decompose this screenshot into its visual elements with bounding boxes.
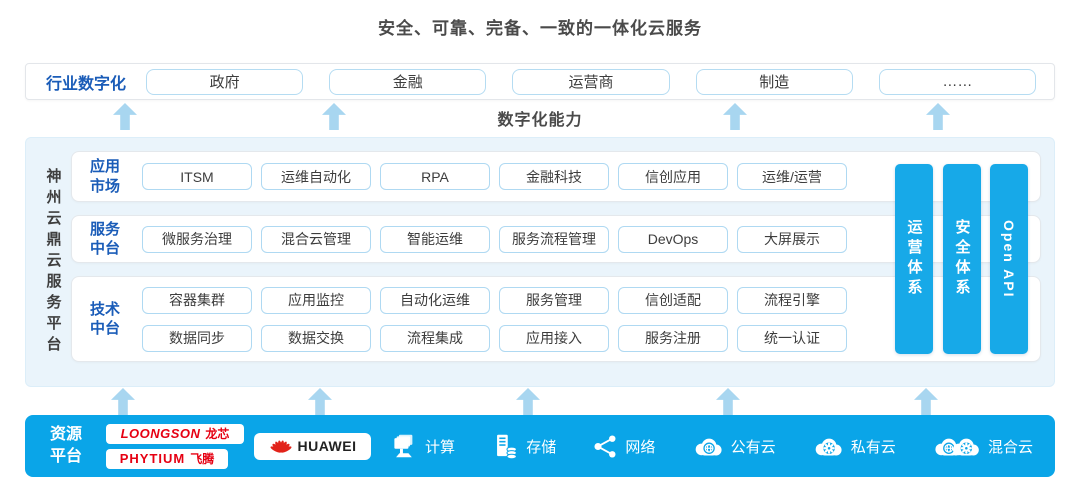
- capability-box: 智能运维: [380, 225, 490, 253]
- phytium-cjk-wordmark: 飞腾: [190, 452, 215, 466]
- platform-box-grid: ITSM 运维自动化 RPA 金融科技信创应用运维/运营: [142, 163, 847, 190]
- up-arrow-icon: [516, 388, 540, 415]
- resource-bar-label-line: 资源: [49, 426, 82, 444]
- platform-box-grid: 微服务治理混合云管理智能运维服务流程管理 DevOps 大屏展示: [142, 225, 847, 253]
- capability-box: 流程引擎: [737, 286, 847, 314]
- huawei-flower-icon: [270, 440, 291, 453]
- up-arrow-icon: [111, 388, 135, 415]
- capability-box: 统一认证: [737, 324, 847, 352]
- pillar-operations: 运营体系: [895, 164, 933, 354]
- industry-digitalization-row: 行业数字化 政府金融运营商制造 ……: [25, 63, 1055, 100]
- loongson-cjk-wordmark: 龙芯: [205, 427, 230, 441]
- hybrid-cloud-icon: [933, 436, 981, 457]
- network-icon: [593, 434, 618, 459]
- platform-row-label-line: 市场: [89, 177, 120, 195]
- public-cloud-icon: [693, 436, 724, 457]
- capability-box: 服务管理: [499, 286, 609, 314]
- platform-row-label: 技术中台: [72, 300, 138, 339]
- platform-row: 技术中台容器集群应用监控自动化运维服务管理信创适配流程引擎数据同步数据交换流程集…: [71, 276, 1041, 362]
- phytium-wordmark: PHYTIUM: [119, 451, 186, 466]
- platform-box-grid: 容器集群应用监控自动化运维服务管理信创适配流程引擎数据同步数据交换流程集成应用接…: [142, 286, 847, 352]
- capability-box: 数据交换: [261, 324, 371, 352]
- platform-row-label-line: 服务: [89, 220, 120, 238]
- capability-box: 信创应用: [618, 163, 728, 190]
- resource-item-label: 存储: [526, 438, 557, 456]
- resource-item-public-cloud: 公有云: [693, 436, 776, 457]
- resource-item-compute: 计算: [391, 433, 455, 460]
- capability-box: 信创适配: [618, 286, 728, 314]
- industry-box: ……: [878, 68, 1037, 95]
- capability-box: 金融科技: [499, 163, 609, 190]
- resource-item-network: 网络: [593, 434, 655, 459]
- private-cloud-icon: [813, 436, 844, 457]
- capability-band-label: 数字化能力: [497, 112, 583, 129]
- industry-box: 金融: [329, 68, 487, 95]
- resource-item-hybrid-cloud: 混合云: [933, 436, 1033, 457]
- industry-box: 运营商: [512, 68, 670, 95]
- capability-box: 大屏展示: [737, 225, 847, 253]
- platform-row-label-line: 中台: [89, 320, 120, 337]
- resource-item-label: 网络: [625, 438, 656, 456]
- resource-bar-label-line: 平台: [49, 448, 82, 465]
- loongson-wordmark: LOONGSON: [120, 426, 201, 441]
- pillar-security: 安全体系: [943, 164, 981, 354]
- capability-box: 自动化运维: [380, 286, 490, 314]
- capability-box: 运维/运营: [737, 163, 847, 190]
- capability-box: 混合云管理: [261, 225, 371, 253]
- industry-row-label: 行业数字化: [45, 75, 126, 93]
- capability-box: ITSM: [142, 163, 252, 190]
- up-arrow-icon: [914, 388, 938, 415]
- capability-box: 服务注册: [618, 324, 728, 352]
- industry-box-list: 政府金融运营商制造 ……: [146, 68, 1037, 95]
- capability-box: DevOps: [618, 225, 728, 253]
- resource-platform-bar: 资源平台 LOONGSON 龙芯 PHYTIUM 飞腾 HUAWEI 计算 存储 网络 公有…: [25, 415, 1055, 477]
- platform-side-label: 神州云鼎云服务平台: [44, 167, 62, 357]
- industry-box: 制造: [695, 68, 853, 95]
- resource-item-label: 私有云: [850, 438, 896, 456]
- capability-box: 容器集群: [142, 286, 252, 314]
- compute-icon: [391, 433, 418, 460]
- capability-box: 数据同步: [142, 324, 252, 352]
- capability-box: 运维自动化: [261, 163, 371, 190]
- industry-box: 政府: [146, 68, 304, 95]
- capability-box: 微服务治理: [142, 225, 252, 253]
- platform-row-label-line: 技术: [89, 300, 120, 318]
- page-title: 安全、可靠、完备、一致的一体化云服务: [378, 19, 702, 38]
- resource-item-list: 计算 存储 网络 公有云 私有云 混合云: [391, 433, 1033, 460]
- resource-item-label: 计算: [425, 438, 456, 456]
- vendor-chip-loongson: LOONGSON 龙芯: [106, 423, 244, 444]
- vendor-chip-column: LOONGSON 龙芯 PHYTIUM 飞腾: [106, 423, 244, 469]
- resource-item-label: 混合云: [987, 438, 1033, 456]
- capability-box: 应用接入: [499, 324, 609, 352]
- capability-box: 流程集成: [380, 324, 490, 352]
- up-arrow-icon: [716, 388, 740, 415]
- platform-row-label-line: 应用: [89, 158, 120, 175]
- up-arrow-icon: [308, 388, 332, 415]
- huawei-wordmark: HUAWEI: [297, 438, 357, 454]
- capability-box: 服务流程管理: [499, 225, 609, 253]
- vendor-chip-phytium: PHYTIUM 飞腾: [106, 448, 228, 469]
- storage-icon: [492, 433, 519, 460]
- resource-item-label: 公有云: [730, 438, 776, 456]
- resource-item-private-cloud: 私有云: [813, 436, 896, 457]
- platform-row-label: 应用市场: [72, 157, 138, 196]
- vendor-chip-huawei: HUAWEI: [254, 432, 371, 460]
- platform-row-label-line: 中台: [89, 240, 120, 257]
- resource-bar-label: 资源平台: [40, 424, 92, 467]
- platform-row-label: 服务中台: [72, 220, 138, 259]
- capability-box: 应用监控: [261, 286, 371, 314]
- capability-box: RPA: [380, 163, 490, 190]
- pillar-open-api: Open API: [990, 164, 1028, 354]
- resource-item-storage: 存储: [492, 433, 556, 460]
